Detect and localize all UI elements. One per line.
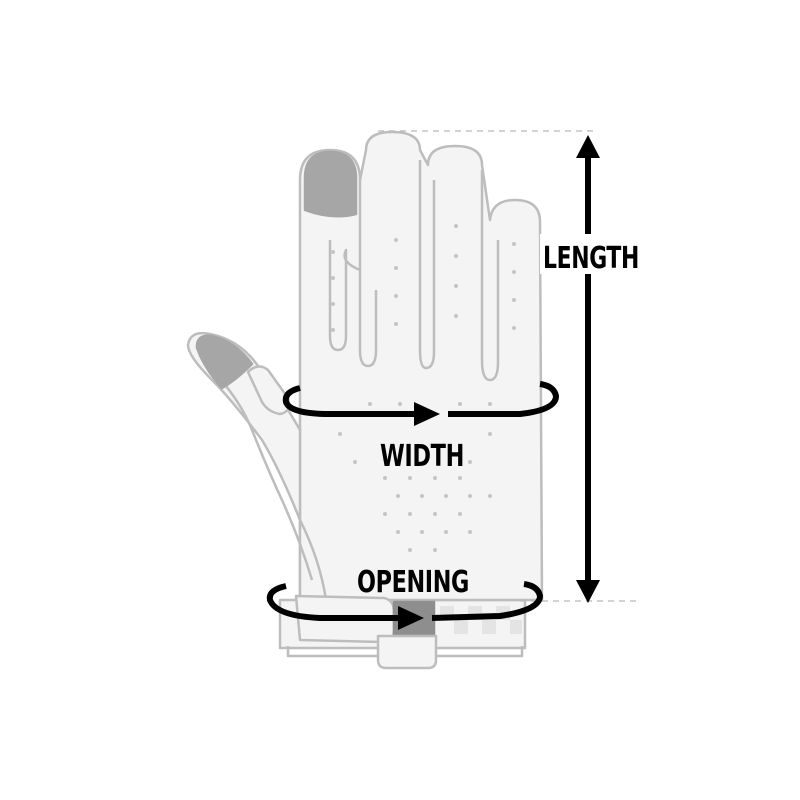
opening-arrowhead [398,606,424,630]
index-fingertip-grey [303,150,358,218]
length-arrowhead-up [576,135,600,158]
pull-tab [376,634,438,670]
index-inner-seam [328,240,361,352]
length-arrow [576,135,600,603]
finger-seam-1 [358,180,378,368]
opening-arrow [266,581,544,630]
glove-illustration [186,130,544,670]
length-label: LENGTH [543,241,639,276]
length-label-backdrop [540,234,642,274]
thumb-fingertip-grey [195,334,254,390]
width-label: WIDTH [380,439,464,474]
perforation-dots [331,224,516,552]
width-arrow [282,381,560,426]
finger-seam-3 [480,170,500,382]
length-arrowhead-down [576,580,600,603]
width-arrowhead [414,402,440,426]
thumb-inner-seam [213,371,314,581]
length-guides [378,130,640,602]
opening-label: OPENING [357,565,469,600]
finger-seam-2 [418,160,436,370]
